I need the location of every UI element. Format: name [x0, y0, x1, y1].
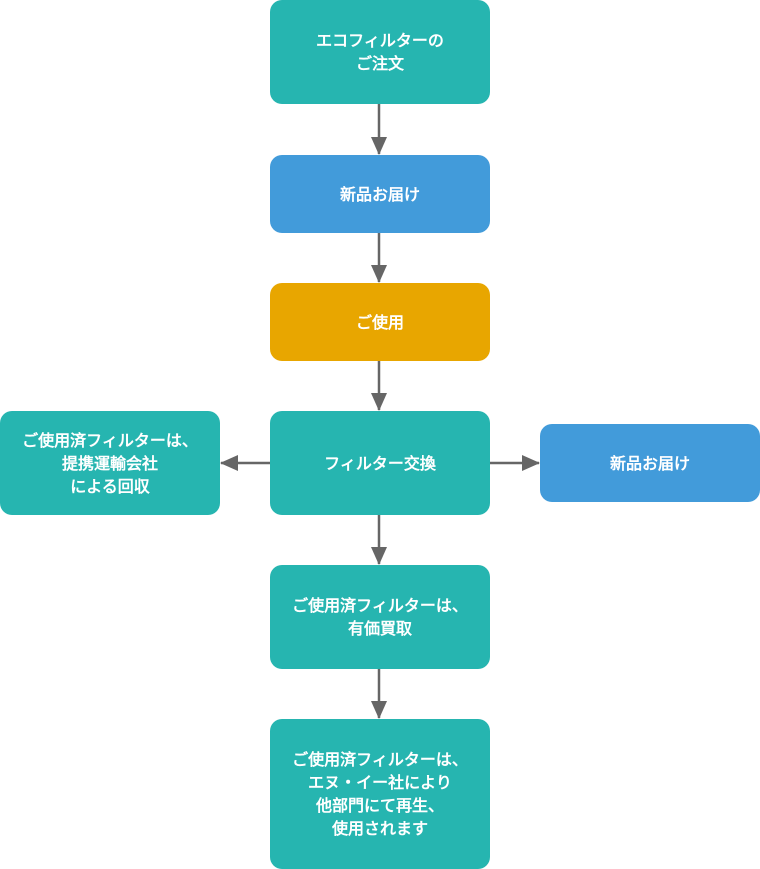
use-label: ご使用: [355, 312, 404, 332]
use-box: ご使用: [270, 283, 490, 361]
filter-exchange-box: フィルター交換: [270, 411, 490, 515]
new-delivery-side-label: 新品お届け: [609, 453, 690, 473]
new-delivery-label: 新品お届け: [339, 184, 420, 204]
collection-label: ご使用済フィルターは、 提携運輸会社 による回収: [22, 430, 198, 496]
order-box: エコフィルターの ご注文: [270, 0, 490, 104]
paid-purchase-box: ご使用済フィルターは、 有価買取: [270, 565, 490, 669]
collection-box: ご使用済フィルターは、 提携運輸会社 による回収: [0, 411, 220, 515]
paid-purchase-label: ご使用済フィルターは、 有価買取: [292, 596, 468, 638]
new-delivery-box: 新品お届け: [270, 155, 490, 233]
recycle-box: ご使用済フィルターは、 エヌ・イー社により 他部門にて再生、 使用されます: [270, 719, 490, 869]
filter-exchange-label: フィルター交換: [324, 453, 436, 473]
new-delivery-side-box: 新品お届け: [540, 424, 760, 502]
recycle-label: ご使用済フィルターは、 エヌ・イー社により 他部門にて再生、 使用されます: [292, 750, 468, 838]
order-label: エコフィルターの ご注文: [316, 31, 444, 73]
